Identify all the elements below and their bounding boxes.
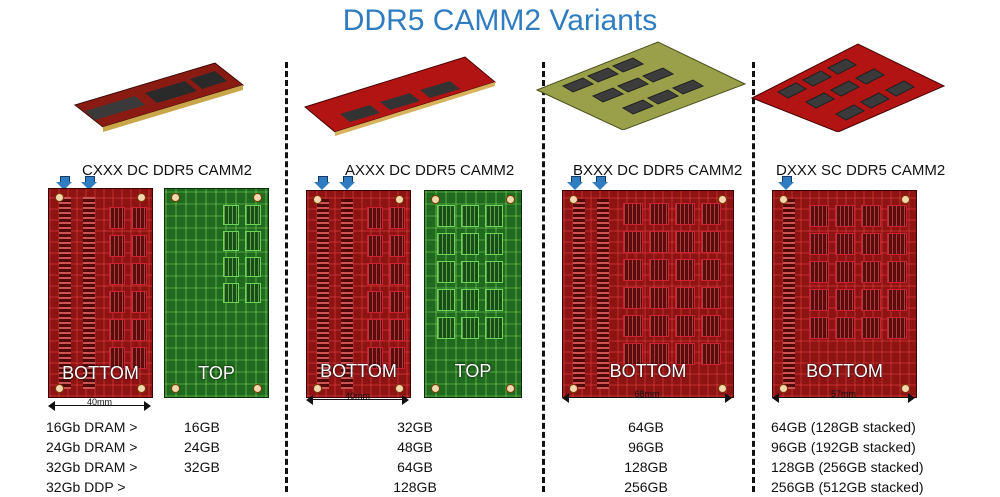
section-divider (752, 62, 755, 492)
width-dimension: 40mm (48, 397, 151, 412)
variant-label-cxxx: CXXX DC DDR5 CAMM2 (82, 162, 253, 179)
capacity-value: 64GB (397, 459, 433, 475)
dram-label: 32Gb DDP > (46, 479, 126, 495)
capacity-value: 64GB (128GB stacked) (771, 419, 916, 435)
axxx-capacity-list: 32GB 48GB 64GB 128GB (380, 417, 450, 497)
section-divider (285, 62, 288, 492)
capacity-value: 256GB (512GB stacked) (771, 479, 924, 495)
axxx-module-render (303, 56, 497, 136)
section-divider (542, 62, 545, 492)
dram-label: 16Gb DRAM > (46, 419, 138, 435)
variant-label-axxx: AXXX DC DDR5 CAMM2 (345, 162, 515, 179)
cxxx-top-board: TOP (164, 188, 269, 398)
page-title: DDR5 CAMM2 Variants (342, 4, 658, 37)
axxx-bottom-board: BOTTOM (306, 190, 411, 398)
capacity-value: 256GB (624, 479, 668, 495)
width-dimension: 40mm (306, 391, 409, 406)
capacity-value: 24GB (184, 439, 220, 455)
capacity-value: 32GB (184, 459, 220, 475)
capacity-value: 96GB (192GB stacked) (771, 439, 916, 455)
variant-label-dxxx: DXXX SC DDR5 CAMM2 (776, 162, 946, 179)
cxxx-bottom-board: BOTTOM (48, 188, 153, 398)
capacity-value: 96GB (628, 439, 664, 455)
dram-label: 32Gb DRAM > (46, 459, 138, 475)
cxxx-capacity-list: 16GB 24GB 32GB (184, 417, 220, 477)
capacity-value: 128GB (624, 459, 668, 475)
width-dimension-label: 68mm (634, 389, 660, 399)
dxxx-bottom-board: BOTTOM (772, 190, 917, 398)
dxxx-capacity-list: 64GB (128GB stacked) 96GB (192GB stacked… (771, 417, 924, 497)
cxxx-module-render (73, 62, 245, 132)
bottom-label: BOTTOM (609, 361, 687, 381)
dram-label: 24Gb DRAM > (46, 439, 138, 455)
bxxx-bottom-board: BOTTOM (562, 190, 734, 398)
bottom-label: BOTTOM (62, 363, 139, 383)
capacity-value: 128GB (256GB stacked) (771, 459, 924, 475)
variant-label-bxxx: BXXX DC DDR5 CAMM2 (573, 162, 743, 179)
capacity-value: 32GB (397, 419, 433, 435)
top-label: TOP (454, 361, 492, 381)
width-dimension-label: 40mm (86, 397, 112, 407)
width-dimension-label: 40mm (344, 391, 370, 401)
bxxx-module-render (535, 41, 747, 130)
width-dimension: 68mm (562, 389, 732, 404)
dram-label-list: 16Gb DRAM > 24Gb DRAM > 32Gb DRAM > 32Gb… (46, 417, 137, 497)
bottom-label: BOTTOM (806, 361, 883, 381)
width-dimension: 57mm (772, 389, 915, 404)
top-label: TOP (198, 363, 235, 383)
capacity-value: 64GB (628, 419, 664, 435)
capacity-value: 48GB (397, 439, 433, 455)
bottom-label: BOTTOM (320, 361, 397, 381)
width-dimension-label: 57mm (830, 389, 856, 399)
dxxx-module-render (750, 43, 946, 132)
axxx-top-board: TOP (424, 190, 522, 398)
bxxx-capacity-list: 64GB 96GB 128GB 256GB (611, 417, 681, 497)
capacity-value: 128GB (393, 479, 437, 495)
capacity-value: 16GB (184, 419, 220, 435)
